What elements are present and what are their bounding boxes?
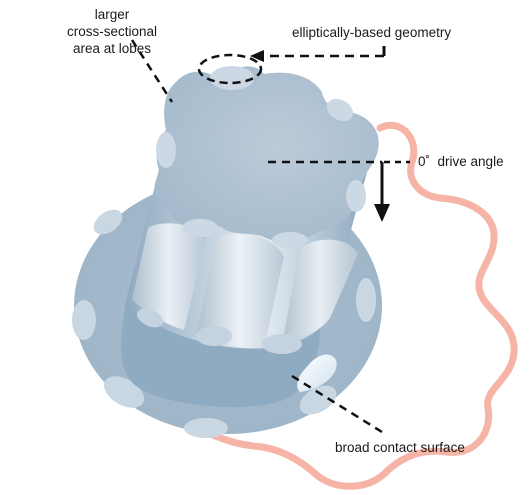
geometry-leader xyxy=(250,46,384,62)
head-lobed xyxy=(155,66,379,241)
label-lobes-line-2: cross-sectional xyxy=(52,23,172,40)
label-larger-cross-sectional-area: larger cross-sectional area at lobes xyxy=(52,6,172,57)
arrow-down-icon xyxy=(374,204,390,222)
label-broad-contact-surface: broad contact surface xyxy=(335,439,465,456)
label-drive-angle: 0˚ drive angle xyxy=(418,153,504,170)
label-lobes-line-3: area at lobes xyxy=(52,40,172,57)
label-drive-degree: 0˚ xyxy=(418,154,430,169)
label-elliptical-geometry: elliptically-based geometry xyxy=(292,24,451,41)
label-lobes-line-1: larger xyxy=(52,6,172,23)
label-drive-text: drive angle xyxy=(438,154,504,169)
